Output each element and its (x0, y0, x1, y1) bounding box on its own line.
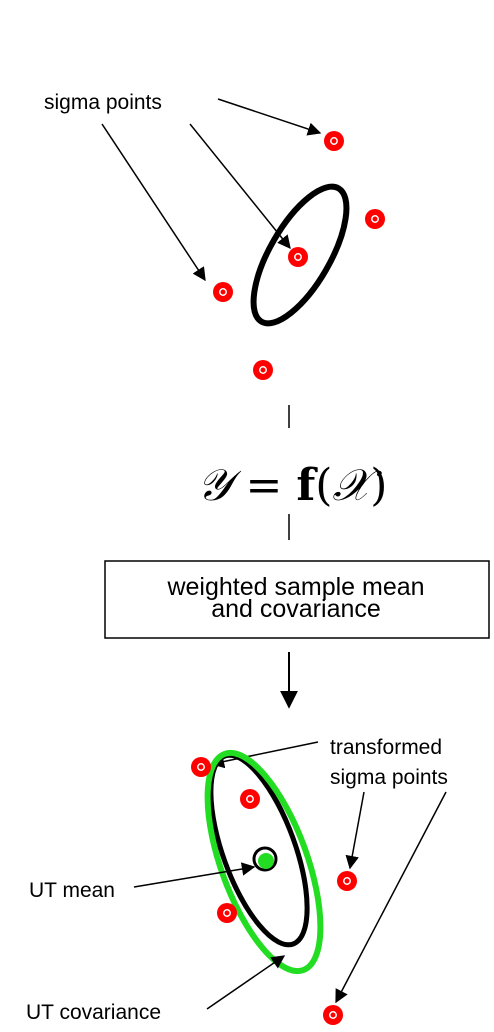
sigma-points-label: sigma points (44, 91, 162, 114)
weighted-mean-box (104, 560, 490, 639)
sigma-point-icon (240, 789, 260, 809)
arrow-to-transformed-point-bottom (335, 791, 447, 1004)
arrow-to-sigma-point-top (217, 98, 322, 136)
sigma-point-icon (288, 247, 308, 267)
sigma-point-icon (191, 757, 211, 777)
arrow-to-sigma-point-center (189, 123, 291, 250)
equation-close: ) (370, 460, 387, 511)
equation-func: f (296, 460, 318, 511)
transformed-label-line-2: sigma points (330, 766, 448, 789)
sigma-point-icon (323, 1005, 343, 1025)
equation-open: ( (315, 460, 332, 511)
arrow-to-ut-mean (133, 862, 256, 888)
box-line-1: weighted sample mean (166, 573, 424, 601)
transformed-label-line-1: transformed (330, 736, 442, 759)
sigma-point-icon (324, 131, 344, 151)
input-sigma-points (213, 131, 385, 380)
sigma-point-icon (253, 360, 273, 380)
ut-covariance-ellipse (204, 749, 324, 975)
box-line-2: and covariance (211, 595, 381, 623)
sigma-point-icon (213, 282, 233, 302)
ut-covariance-label: UT covariance (26, 1001, 161, 1024)
ut-mean-icon (258, 853, 274, 869)
sigma-point-icon (217, 903, 237, 923)
arrow-to-transformed-point-top (210, 741, 319, 769)
true-mean-marker (252, 846, 278, 872)
transform-equation: 𝒴 = f(𝒳) (197, 460, 387, 511)
sigma-point-icon (337, 871, 357, 891)
transformed-sigma-points (191, 757, 357, 1025)
input-covariance-ellipse (250, 183, 350, 327)
arrow-to-transformed-point-right (345, 791, 365, 870)
sigma-point-icon (365, 209, 385, 229)
arrow-to-sigma-point-left (101, 123, 206, 282)
equation-equals: = (232, 460, 297, 511)
arrow-to-ut-covariance (206, 955, 286, 1010)
ut-mean-label: UT mean (29, 879, 115, 902)
